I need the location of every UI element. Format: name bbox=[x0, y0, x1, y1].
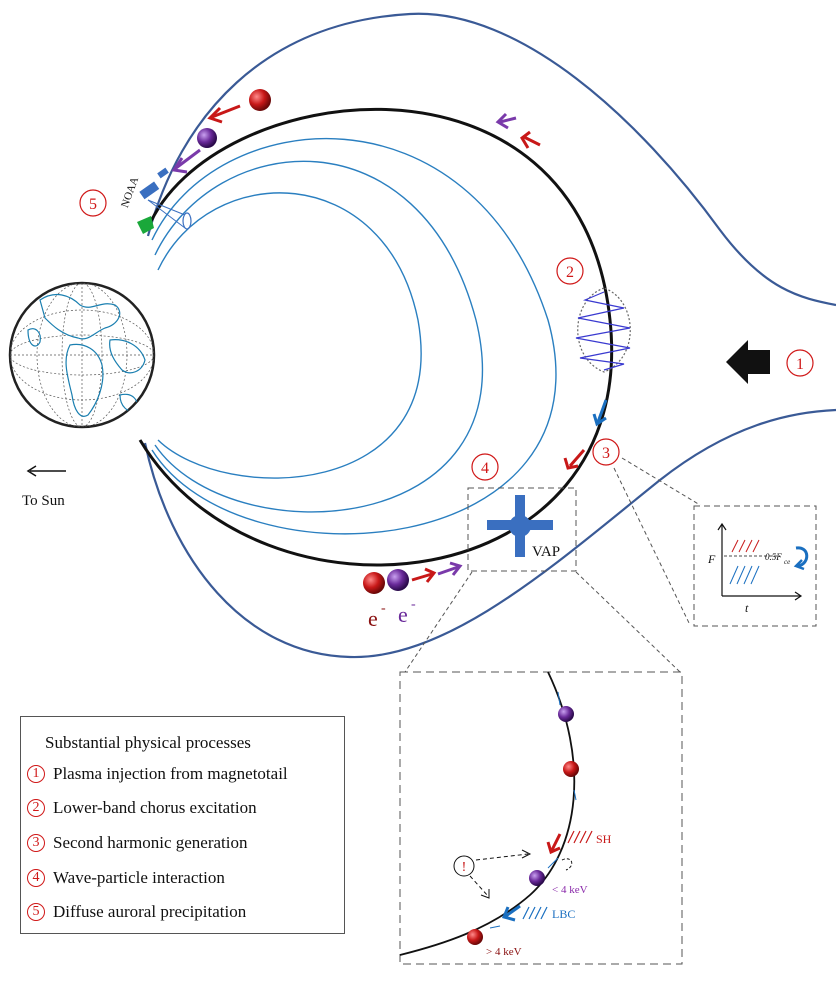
vap-label: VAP bbox=[532, 544, 560, 560]
zoom-connector-right bbox=[575, 571, 681, 673]
marker-2: 2 bbox=[556, 257, 584, 285]
aurora-precipitation-spot bbox=[137, 216, 154, 234]
legend-item-3: 3 Second harmonic generation bbox=[27, 831, 248, 855]
chorus-wave-packet bbox=[575, 287, 631, 373]
zoom-pointer-sh-head bbox=[521, 849, 532, 859]
electron-label-red-sup: - bbox=[381, 601, 386, 616]
arrow-red-right bbox=[520, 130, 541, 149]
zoom-lbc-lines bbox=[522, 906, 548, 920]
plasma-injection-arrow bbox=[726, 340, 770, 384]
inset-lbc-lines bbox=[729, 565, 760, 585]
legend-item-5: 5 Diffuse auroral precipitation bbox=[27, 900, 246, 924]
zoom-electron-red-2 bbox=[467, 929, 483, 945]
marker-3: 3 bbox=[592, 438, 620, 466]
zoom-low-energy-label: < 4 keV bbox=[552, 884, 588, 896]
electron-purple-bottom bbox=[387, 569, 409, 591]
vap-box bbox=[467, 487, 577, 572]
inset-sh-lines bbox=[731, 539, 760, 553]
outer-field-line-lower bbox=[143, 408, 836, 659]
process-legend: Substantial physical processes 1 Plasma … bbox=[20, 716, 345, 934]
inset-half-freq-sub: ce bbox=[784, 558, 790, 566]
arrow-red-right-lower bbox=[563, 449, 586, 470]
inner-field-line-1 bbox=[151, 137, 557, 535]
legend-item-1: 1 Plasma injection from magnetotail bbox=[27, 762, 288, 786]
legend-item-label: Second harmonic generation bbox=[53, 833, 248, 852]
legend-item-number: 1 bbox=[27, 765, 45, 783]
zoom-exclaim-label: ! bbox=[462, 860, 467, 875]
zoom-curl bbox=[561, 858, 573, 871]
marker-4: 4 bbox=[471, 453, 499, 481]
to-sun-label: To Sun bbox=[22, 493, 65, 509]
legend-item-number: 5 bbox=[27, 903, 45, 921]
zoom-arrow-blue bbox=[501, 904, 521, 922]
sun-direction-arrow bbox=[26, 465, 66, 477]
electron-label-purple-sup: - bbox=[411, 597, 416, 612]
zoom-sh-lines bbox=[567, 830, 593, 844]
sh-connector-bottom bbox=[613, 467, 691, 626]
inset-half-freq-label: 0.5F bbox=[765, 552, 782, 562]
zoom-connector-left bbox=[404, 571, 473, 673]
inset-curl-arrowhead bbox=[793, 559, 805, 571]
arrow-purple-right bbox=[495, 112, 517, 130]
zoom-high-energy-label: > 4 keV bbox=[486, 946, 522, 958]
sh-connector-top bbox=[621, 457, 701, 506]
inset-t-label: t bbox=[745, 601, 749, 615]
svg-text:5: 5 bbox=[89, 196, 97, 213]
earth bbox=[8, 281, 156, 429]
inset-curl-arrow bbox=[795, 546, 809, 568]
electron-red-bottom bbox=[363, 572, 385, 594]
zoom-pointer-sh bbox=[475, 853, 529, 861]
svg-text:4: 4 bbox=[481, 460, 489, 477]
legend-item-4: 4 Wave-particle interaction bbox=[27, 866, 225, 890]
zoom-pointer-lbc bbox=[469, 875, 489, 897]
svg-text:2: 2 bbox=[566, 264, 574, 281]
noaa-satellite bbox=[139, 167, 192, 230]
marker-5: 5 bbox=[79, 189, 107, 217]
outer-field-line-upper bbox=[146, 12, 836, 307]
inset-t-axis-arrow bbox=[794, 591, 803, 601]
inner-field-line-2 bbox=[154, 160, 484, 513]
zoom-lbc-label: LBC bbox=[552, 907, 575, 921]
zoom-small-arrows bbox=[489, 691, 577, 929]
zoom-exclaim-marker bbox=[453, 855, 475, 877]
noaa-label: NOAA bbox=[119, 175, 141, 209]
zoom-electron-red-1 bbox=[563, 761, 579, 777]
legend-item-label: Lower-band chorus excitation bbox=[53, 798, 257, 817]
electron-red-top bbox=[249, 89, 271, 111]
svg-text:1: 1 bbox=[796, 356, 804, 373]
arrow-red-top bbox=[207, 104, 241, 124]
inset-f-axis-arrow bbox=[717, 522, 727, 531]
legend-item-label: Plasma injection from magnetotail bbox=[53, 764, 288, 783]
legend-item-2: 2 Lower-band chorus excitation bbox=[27, 796, 257, 820]
electron-label-red: e bbox=[368, 606, 378, 631]
legend-item-label: Diffuse auroral precipitation bbox=[53, 902, 247, 921]
legend-title: Substantial physical processes bbox=[45, 733, 251, 752]
arrow-blue-right bbox=[592, 399, 608, 427]
zoom-pointer-lbc-head bbox=[480, 889, 490, 899]
inset-f-label: F bbox=[707, 552, 716, 566]
electron-label-purple: e bbox=[398, 602, 408, 627]
zoom-field-line bbox=[399, 671, 576, 956]
marker-1: 1 bbox=[786, 349, 814, 377]
zoom-inset bbox=[399, 671, 683, 965]
arrow-purple-bottom bbox=[437, 561, 463, 576]
zoom-electron-purple-1 bbox=[558, 706, 574, 722]
arrow-red-bottom bbox=[411, 567, 437, 583]
legend-item-number: 3 bbox=[27, 834, 45, 852]
arrow-purple-top bbox=[171, 148, 201, 174]
legend-item-number: 2 bbox=[27, 799, 45, 817]
legend-item-number: 4 bbox=[27, 869, 45, 887]
svg-text:3: 3 bbox=[602, 445, 610, 462]
zoom-arrow-red bbox=[546, 833, 562, 855]
vap-satellite bbox=[487, 495, 553, 557]
electron-purple-top bbox=[197, 128, 217, 148]
inner-field-line-3 bbox=[157, 192, 422, 479]
zoom-electron-purple-2 bbox=[529, 870, 545, 886]
legend-item-label: Wave-particle interaction bbox=[53, 868, 225, 887]
electron-field-line bbox=[138, 107, 614, 567]
zoom-sh-label: SH bbox=[596, 832, 612, 846]
